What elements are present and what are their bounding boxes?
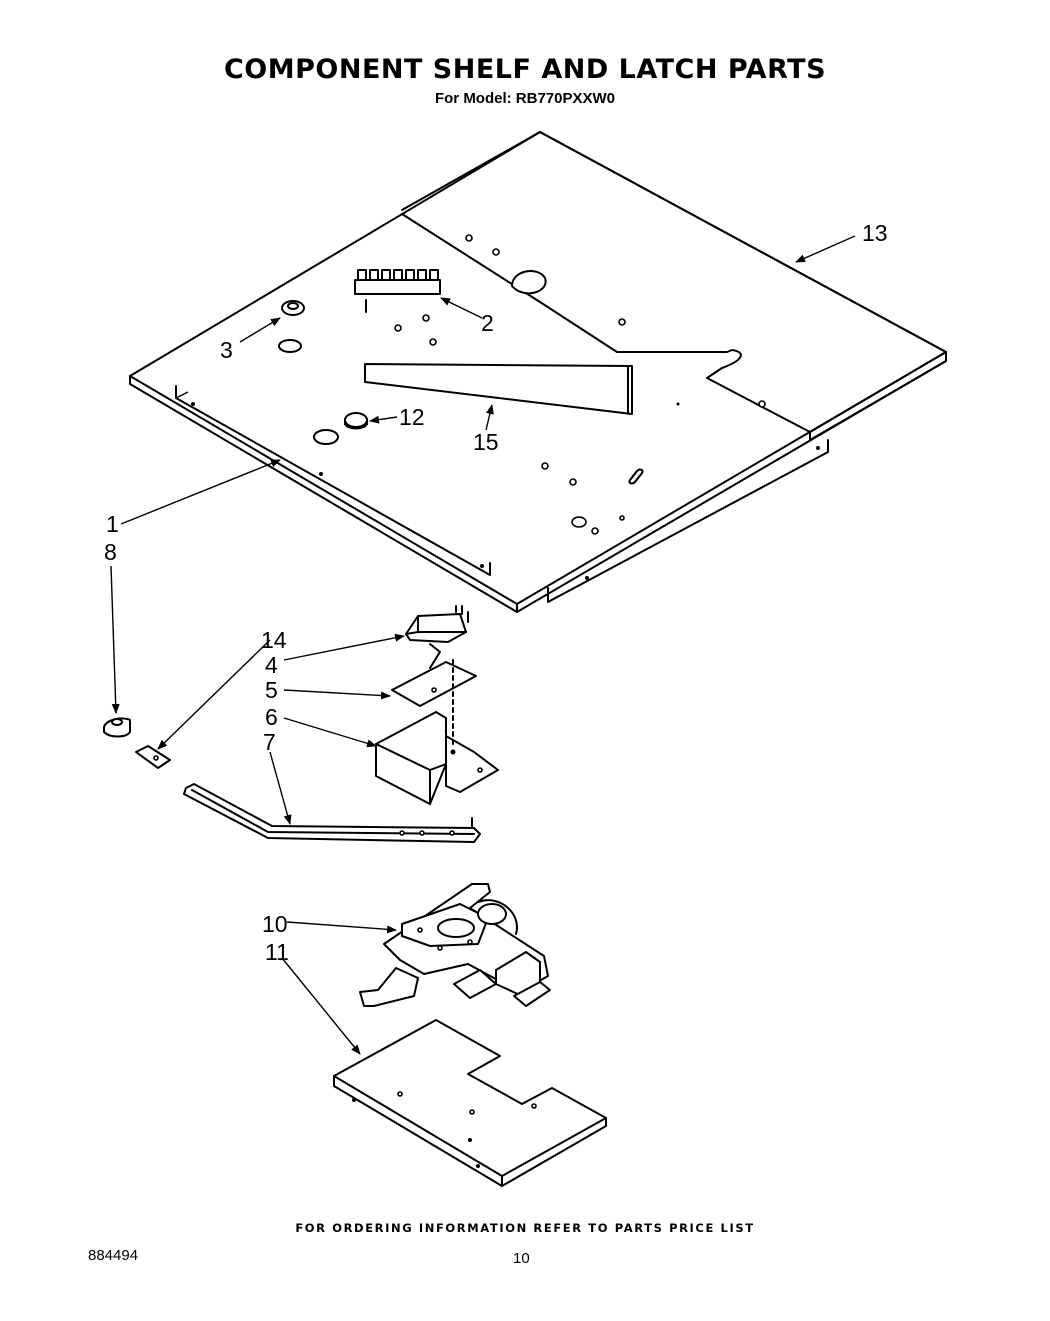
- grommet-part-3: [281, 300, 305, 316]
- callout-1: 1: [106, 511, 119, 537]
- callout-3: 3: [220, 337, 233, 363]
- clip-part-14: [135, 745, 171, 769]
- latch-assembly-part-10: [359, 883, 551, 1007]
- callout-13: 13: [862, 220, 888, 246]
- latch-rod-part-7: [183, 783, 481, 843]
- switch-bracket-part-6: [375, 659, 499, 805]
- page-number: 10: [513, 1250, 530, 1267]
- callout-11: 11: [265, 939, 289, 965]
- latch-shelf-plate-part-11: [333, 1019, 607, 1187]
- callout-12: 12: [399, 404, 425, 430]
- callout-4: 4: [265, 652, 278, 678]
- switch-part-4: [405, 605, 469, 669]
- component-shelf: [129, 131, 947, 613]
- model-subtitle: For Model: RB770PXXW0: [434, 90, 616, 107]
- ordering-note: FOR ORDERING INFORMATION REFER TO PARTS …: [295, 1221, 755, 1235]
- callout-14: 14: [261, 627, 287, 653]
- callout-6: 6: [265, 704, 278, 730]
- terminal-block-part-2: [354, 269, 441, 313]
- callout-leaders: [110, 235, 856, 1055]
- callout-7: 7: [263, 729, 276, 755]
- callout-10: 10: [262, 911, 288, 937]
- insulator-part-5: [391, 661, 477, 707]
- plug-button-part-12: [344, 412, 368, 430]
- callout-2: 2: [481, 310, 494, 336]
- callout-8: 8: [104, 539, 117, 565]
- callout-15: 15: [473, 429, 499, 455]
- document-number: 884494: [88, 1247, 139, 1264]
- callout-5: 5: [265, 677, 278, 703]
- page-title: COMPONENT SHELF AND LATCH PARTS: [223, 54, 827, 85]
- nut-part-8: [103, 717, 131, 738]
